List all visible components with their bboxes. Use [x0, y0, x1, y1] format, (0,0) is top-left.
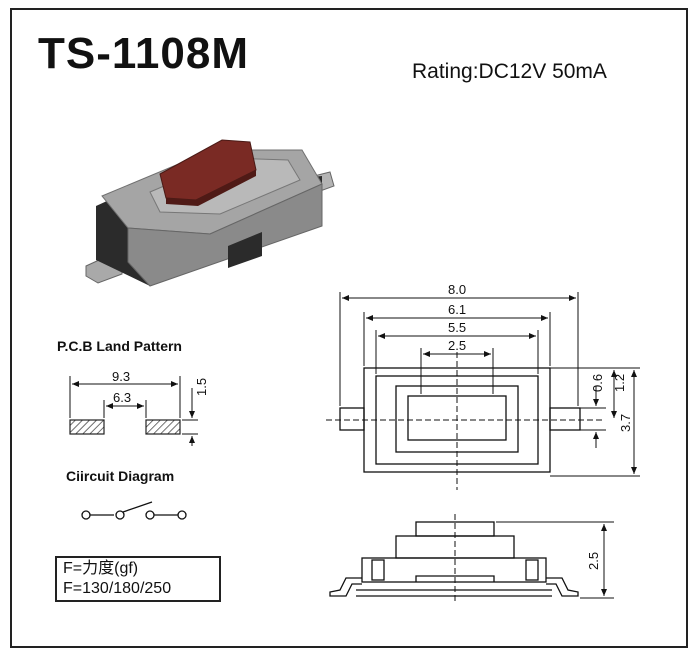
dim-total-length: 8.0 [448, 282, 466, 297]
side-view-dimensions [496, 521, 614, 599]
pcb-land-pattern-title: P.C.B Land Pattern [57, 338, 182, 354]
circuit-symbol [81, 501, 187, 520]
pcb-dim-outer: 9.3 [112, 369, 130, 384]
top-view-dimensions [339, 292, 640, 477]
rating-text: Rating:DC12V 50mA [412, 60, 607, 83]
side-view-drawing [329, 514, 579, 604]
circuit-diagram-title: Ciircuit Diagram [66, 468, 175, 484]
dim-pin-span: 6.1 [448, 302, 466, 317]
pcb-pad-left [69, 419, 105, 435]
dim-body-depth: 3.7 [618, 414, 633, 432]
dim-pin-width: 0.6 [590, 374, 605, 392]
model-title: TS-1108M [38, 29, 249, 78]
switch-photo [85, 139, 335, 287]
pcb-pad-right [145, 419, 181, 435]
force-spec-line-2: F=130/180/250 [63, 580, 172, 597]
dim-body-width: 5.5 [448, 320, 466, 335]
top-view-drawing [326, 352, 604, 490]
force-spec-line-1: F=力度(gf) [63, 560, 139, 577]
pcb-dim-height: 1.5 [194, 378, 209, 396]
pcb-land-pattern: 9.3 6.3 1.5 [69, 369, 209, 446]
dim-pin-offset: 1.2 [612, 374, 627, 392]
dim-side-height: 2.5 [586, 552, 601, 570]
force-spec-box: F=力度(gf) F=130/180/250 [55, 556, 221, 602]
pcb-dim-gap: 6.3 [113, 390, 131, 405]
dim-button-width: 2.5 [448, 338, 466, 353]
drawing-frame [10, 8, 688, 648]
